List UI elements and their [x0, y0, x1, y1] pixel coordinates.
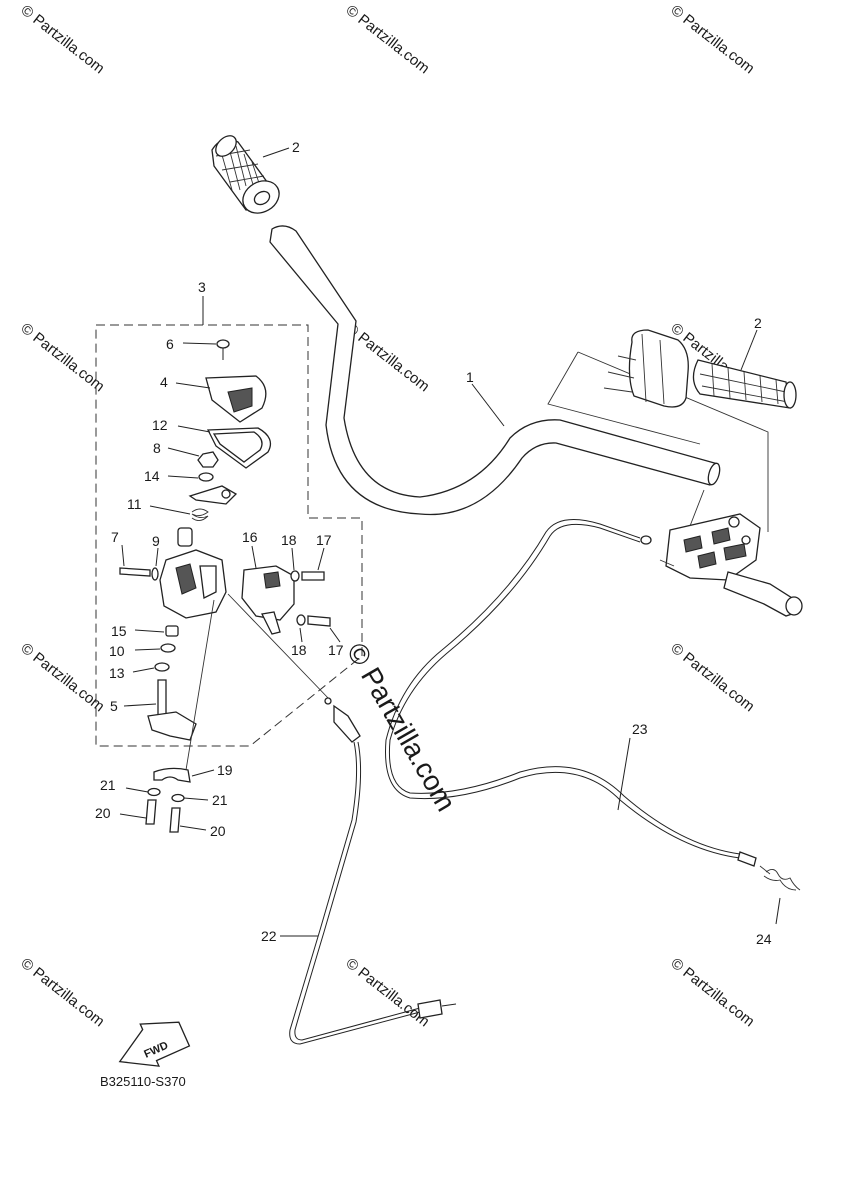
watermark-layer: © Partzilla.com © Partzilla.com © Partzi…: [18, 2, 758, 1031]
callout-4: 4: [160, 374, 168, 390]
watermark: © Partzilla.com: [18, 2, 108, 78]
callout-23: 23: [632, 721, 648, 737]
callout-17: 17: [316, 532, 332, 548]
callout-15: 15: [111, 623, 127, 639]
callout-18: 18: [281, 532, 297, 548]
brake-cable: [385, 519, 801, 925]
callout-21: 21: [212, 792, 228, 808]
callout-16: 16: [242, 529, 258, 545]
callout-10: 10: [109, 643, 125, 659]
right-grip-assembly: [547, 329, 797, 532]
watermark: © Partzilla.com: [341, 638, 462, 817]
left-grip: [211, 135, 290, 214]
throttle-cable: [280, 697, 457, 1045]
callout-2: 2: [754, 315, 762, 331]
callout-6: 6: [166, 336, 174, 352]
callout-22: 22: [261, 928, 277, 944]
callout-12: 12: [152, 417, 168, 433]
callout-13: 13: [109, 665, 125, 681]
callout-3: 3: [198, 279, 206, 295]
callout-20: 20: [210, 823, 226, 839]
callout-1: 1: [466, 369, 474, 385]
callout-20: 20: [95, 805, 111, 821]
watermark: © Partzilla.com: [668, 640, 758, 716]
callout-9: 9: [152, 533, 160, 549]
throttle-housing-parts: [119, 339, 341, 771]
handlebar: [269, 225, 721, 516]
callout-8: 8: [153, 440, 161, 456]
watermark: © Partzilla.com: [668, 2, 758, 78]
watermark: © Partzilla.com: [18, 320, 108, 396]
callout-24: 24: [756, 931, 772, 947]
callout-14: 14: [144, 468, 160, 484]
callout-7: 7: [111, 529, 119, 545]
callout-11: 11: [127, 496, 142, 512]
watermark: © Partzilla.com: [18, 955, 108, 1031]
watermark: © Partzilla.com: [668, 955, 758, 1031]
fwd-arrow: FWD: [118, 1021, 191, 1067]
callout-17: 17: [328, 642, 344, 658]
leader-line: [471, 383, 505, 427]
group-outline: [95, 324, 363, 747]
watermark: © Partzilla.com: [343, 955, 433, 1031]
callout-21: 21: [100, 777, 116, 793]
diagram-code: B325110-S370: [100, 1074, 186, 1089]
watermark: © Partzilla.com: [18, 640, 108, 716]
brake-lever-assembly: [659, 489, 803, 617]
callout-2: 2: [292, 139, 300, 155]
clamp-and-screws: [119, 767, 215, 833]
watermark: © Partzilla.com: [343, 320, 433, 396]
callout-19: 19: [217, 762, 233, 778]
callout-5: 5: [110, 698, 118, 714]
callout-18: 18: [291, 642, 307, 658]
watermark: © Partzilla.com: [343, 2, 433, 78]
